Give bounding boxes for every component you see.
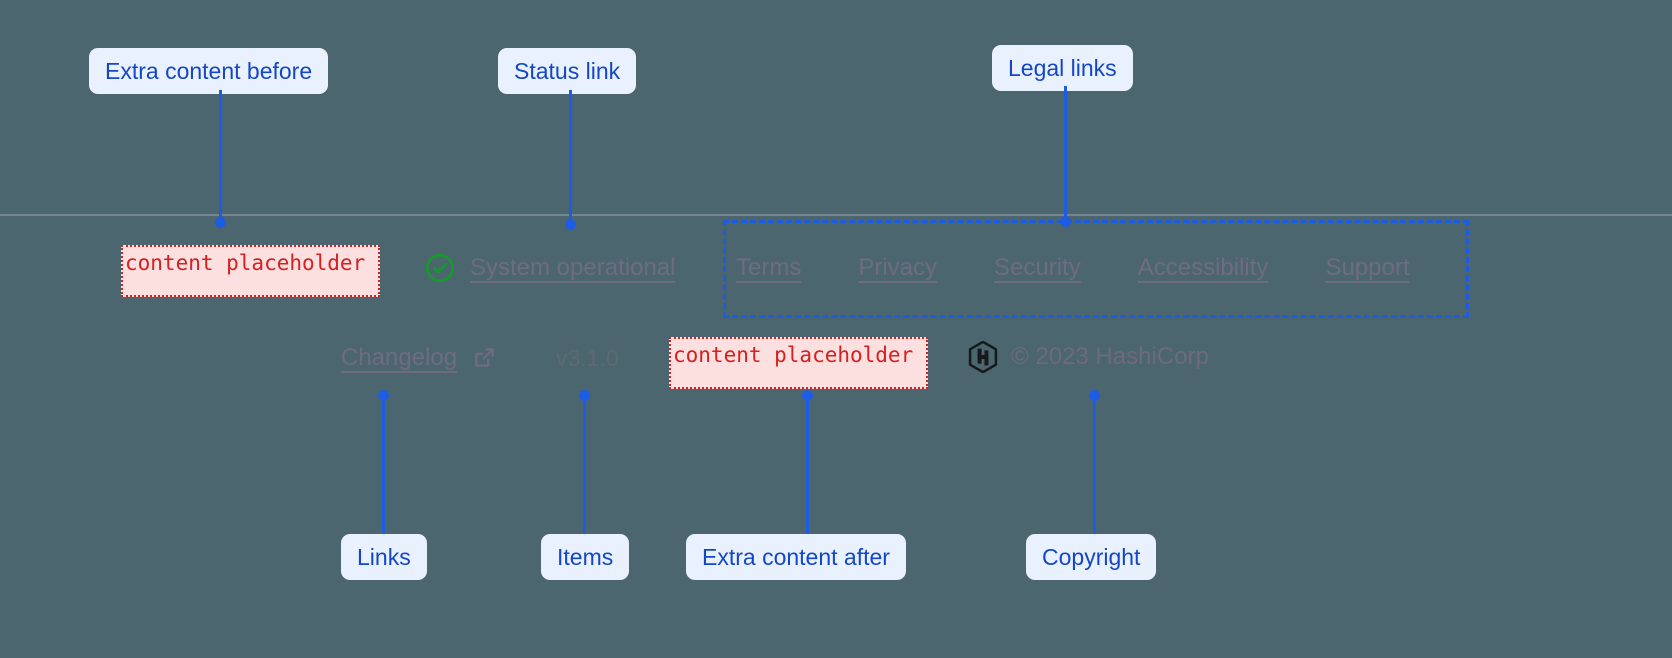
legal-link-security[interactable]: Security — [994, 254, 1081, 281]
external-link-icon — [471, 345, 497, 371]
legal-link-support[interactable]: Support — [1325, 254, 1410, 281]
status-link[interactable]: System operational — [424, 252, 675, 284]
extra-content-before-placeholder: content placeholder — [121, 245, 380, 297]
annotation-label-status-link: Status link — [498, 48, 637, 95]
annotation-line-links — [382, 396, 385, 534]
annotation-line-extra-content-before — [219, 90, 222, 222]
copyright-text: © 2023 HashiCorp — [1011, 343, 1209, 370]
annotation-label-items: Items — [541, 534, 630, 581]
annotation-dot-legal-links — [1060, 216, 1071, 227]
annotation-label-legal-links: Legal links — [992, 45, 1133, 92]
annotation-label-extra-content-after: Extra content after — [686, 534, 906, 581]
extra-content-after-placeholder: content placeholder — [669, 337, 928, 389]
legal-link-terms[interactable]: Terms — [736, 254, 802, 281]
circle-check-icon — [424, 252, 456, 284]
annotation-dot-extra-content-before — [215, 217, 226, 228]
footer-top-divider — [0, 214, 1672, 216]
annotation-label-links: Links — [341, 534, 427, 581]
annotation-line-extra-content-after — [806, 396, 809, 534]
changelog-label: Changelog — [341, 344, 458, 371]
legal-link-accessibility[interactable]: Accessibility — [1137, 254, 1269, 281]
annotation-line-legal-links — [1064, 86, 1067, 222]
annotation-label-copyright: Copyright — [1026, 534, 1157, 581]
version-item: v3.1.0 — [556, 345, 619, 371]
annotation-dot-status-link — [565, 219, 576, 230]
annotation-dot-links — [378, 390, 389, 401]
copyright: © 2023 HashiCorp — [968, 341, 1209, 373]
changelog-link[interactable]: Changelog — [341, 344, 497, 372]
annotation-line-status-link — [569, 90, 572, 224]
hashicorp-logo — [968, 341, 998, 373]
annotation-dot-copyright — [1089, 390, 1100, 401]
annotation-line-items — [583, 396, 586, 534]
annotation-dot-items — [579, 390, 590, 401]
status-link-label: System operational — [470, 254, 676, 281]
annotation-dot-extra-content-after — [802, 390, 813, 401]
legal-link-privacy[interactable]: Privacy — [858, 254, 938, 281]
legal-links-highlight-box — [723, 220, 1469, 318]
annotation-label-extra-content-before: Extra content before — [89, 48, 329, 95]
legal-links-list: Terms Privacy Security Accessibility Sup… — [736, 254, 1410, 282]
annotation-line-copyright — [1093, 396, 1096, 534]
